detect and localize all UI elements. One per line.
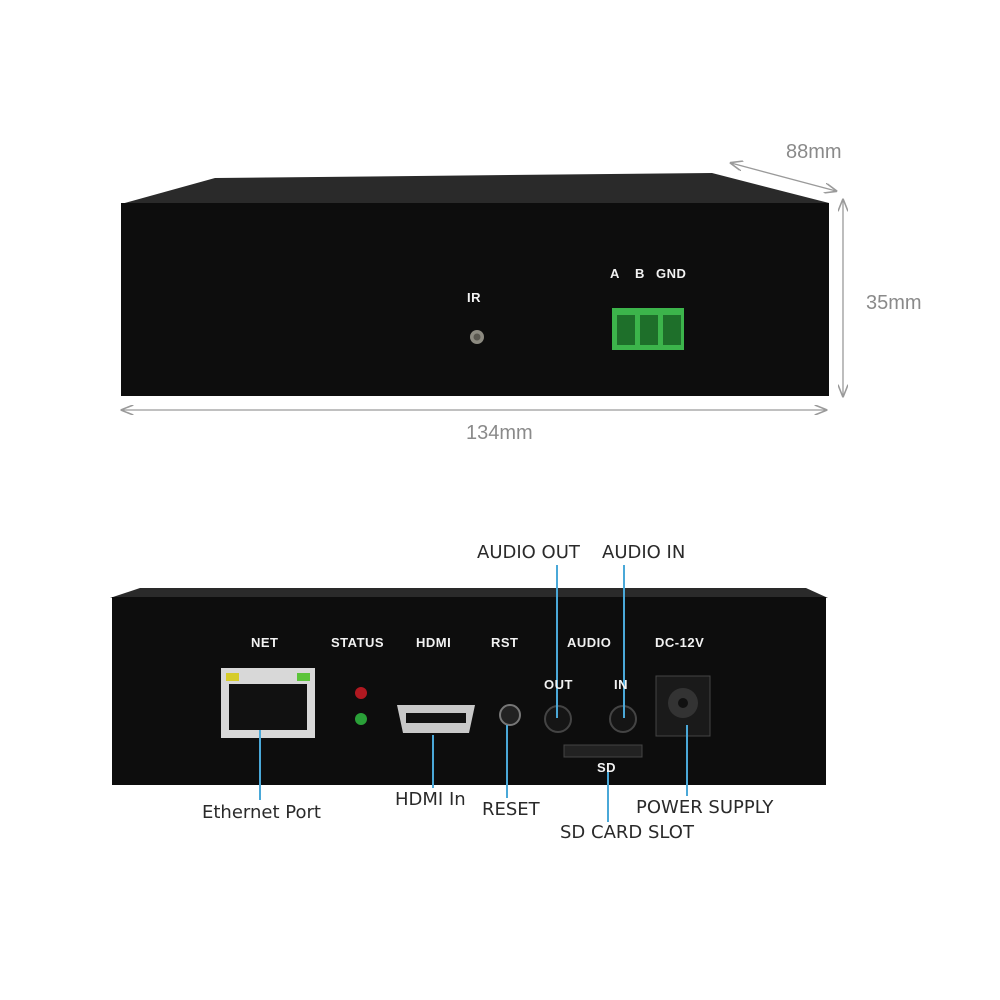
callout-sd-slot: SD CARD SLOT <box>560 822 694 843</box>
sd-label: SD <box>597 760 617 775</box>
depth-label: 88mm <box>786 141 842 163</box>
gnd-label: GND <box>656 266 687 281</box>
rst-label: RST <box>491 635 519 650</box>
in-label: IN <box>614 677 628 692</box>
status-led-green <box>355 713 367 725</box>
b-label: B <box>635 266 645 281</box>
sd-slot <box>563 744 643 758</box>
callout-audio-in: AUDIO IN <box>602 542 686 563</box>
a-label: A <box>610 266 620 281</box>
callout-ethernet: Ethernet Port <box>202 802 321 823</box>
reset-button <box>499 704 521 726</box>
width-label: 134mm <box>466 422 533 444</box>
depth-arrow <box>731 163 836 191</box>
callout-hdmi-in: HDMI In <box>395 789 466 810</box>
net-label: NET <box>251 635 279 650</box>
hdmi-label: HDMI <box>416 635 452 650</box>
callout-power: POWER SUPPLY <box>636 797 774 818</box>
height-label: 35mm <box>866 292 922 314</box>
callout-lines <box>259 565 688 822</box>
status-led-red <box>355 687 367 699</box>
audio-label: AUDIO <box>567 635 612 650</box>
ethernet-port <box>221 668 315 738</box>
out-label: OUT <box>544 677 573 692</box>
callout-audio-out: AUDIO OUT <box>477 542 580 563</box>
device-front-view <box>110 588 828 785</box>
callout-reset: RESET <box>482 799 540 820</box>
ir-label: IR <box>467 290 481 305</box>
status-label: STATUS <box>331 635 385 650</box>
dc-label: DC-12V <box>655 635 705 650</box>
terminal-block <box>612 308 684 350</box>
device-rear-view <box>121 173 829 396</box>
